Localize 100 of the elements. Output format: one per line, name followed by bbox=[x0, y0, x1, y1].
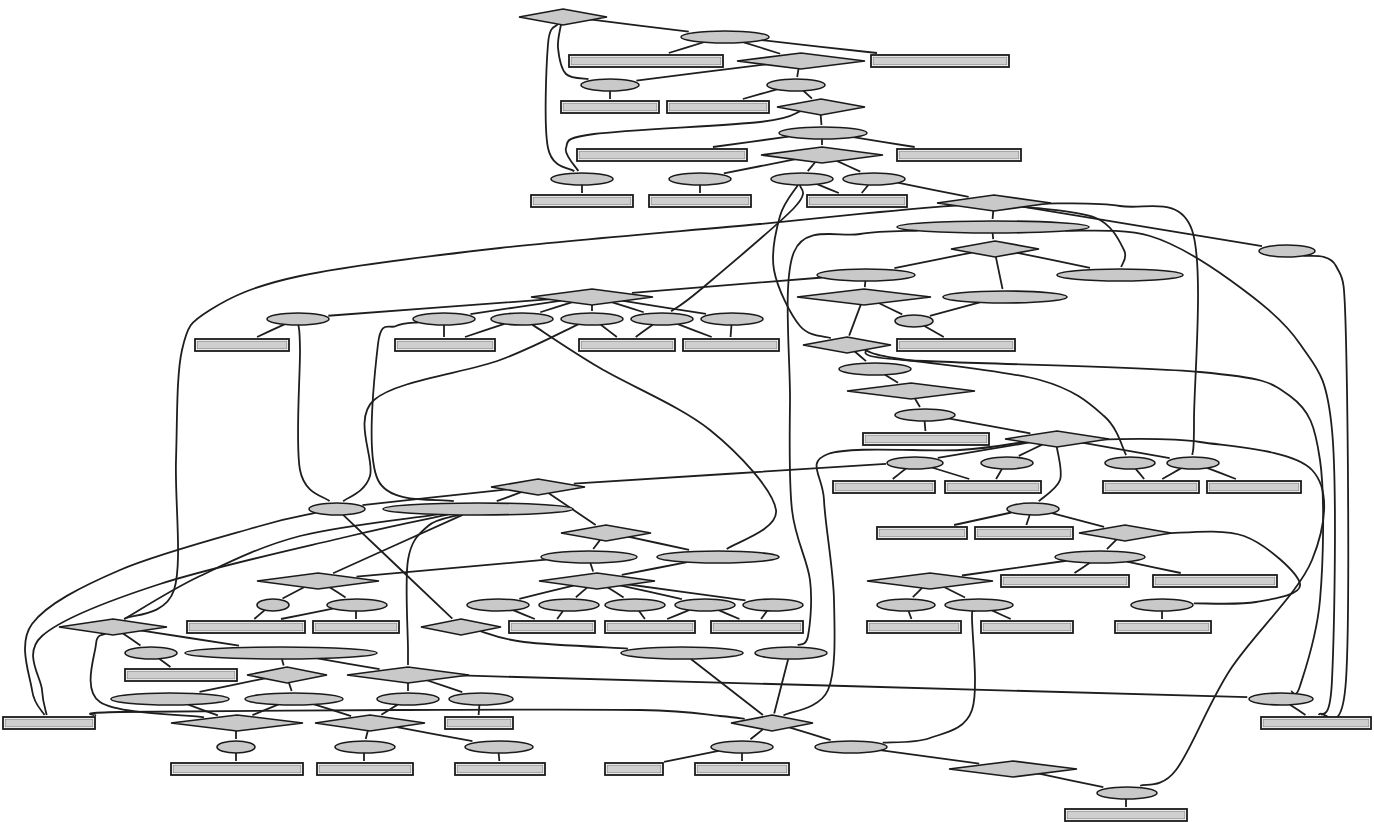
connector-line bbox=[425, 679, 464, 693]
ellipse-node bbox=[679, 29, 769, 43]
connector-line bbox=[923, 420, 927, 432]
connector-line bbox=[1126, 560, 1182, 574]
ellipse-node bbox=[560, 311, 624, 325]
box-node bbox=[979, 619, 1073, 633]
box-node bbox=[530, 193, 634, 207]
connector-line bbox=[1206, 466, 1237, 480]
connector-line bbox=[394, 725, 474, 743]
diamond-node bbox=[775, 97, 865, 115]
ellipse-node bbox=[943, 597, 1013, 611]
ellipse-node bbox=[630, 311, 694, 325]
box-node bbox=[577, 337, 675, 351]
diamond-node bbox=[866, 571, 994, 589]
connector-line bbox=[717, 609, 741, 620]
connector-line bbox=[556, 23, 590, 81]
connector-line bbox=[497, 752, 501, 762]
box-node bbox=[123, 667, 237, 681]
connector-line bbox=[1161, 610, 1163, 620]
ellipse-node bbox=[813, 739, 887, 753]
box-node bbox=[443, 715, 513, 729]
connector-line bbox=[251, 703, 279, 717]
diamond-node bbox=[245, 665, 327, 683]
diamond-node bbox=[1077, 523, 1171, 541]
box-node bbox=[186, 619, 306, 633]
ellipse-node bbox=[255, 597, 289, 611]
ellipse-node bbox=[816, 267, 916, 281]
box-node bbox=[694, 761, 790, 775]
diamond-node bbox=[530, 287, 654, 305]
connector-line bbox=[631, 276, 824, 294]
ellipse-node bbox=[876, 597, 936, 611]
box-node bbox=[870, 53, 1010, 67]
connector-line bbox=[296, 324, 331, 503]
connector-line bbox=[879, 749, 981, 765]
ellipse-node bbox=[766, 77, 826, 91]
box-node bbox=[194, 337, 290, 351]
ellipse-node bbox=[700, 311, 764, 325]
ellipse-node bbox=[307, 501, 365, 515]
connector-line bbox=[443, 324, 445, 338]
connector-line bbox=[634, 323, 654, 338]
connector-line bbox=[581, 184, 583, 194]
connector-line bbox=[123, 513, 439, 620]
box-node bbox=[312, 619, 400, 633]
connector-line bbox=[469, 299, 563, 315]
ellipse-node bbox=[490, 311, 554, 325]
ellipse-node bbox=[620, 645, 744, 659]
ellipse-node bbox=[376, 691, 440, 705]
connector-line bbox=[884, 373, 899, 384]
connector-line bbox=[741, 752, 743, 762]
connector-line bbox=[342, 513, 454, 620]
connector-line bbox=[936, 441, 1031, 459]
connector-line bbox=[592, 538, 601, 550]
box-node bbox=[1101, 479, 1199, 493]
connector-line bbox=[405, 513, 460, 666]
diamond-node bbox=[947, 759, 1077, 777]
ellipse-node bbox=[244, 691, 344, 705]
connector-line bbox=[947, 417, 1032, 435]
connector-line bbox=[729, 324, 733, 338]
ellipse-node bbox=[412, 311, 476, 325]
ellipse-node bbox=[550, 171, 614, 185]
connector-line bbox=[877, 302, 904, 316]
box-node bbox=[169, 761, 303, 775]
ellipse-node bbox=[266, 311, 330, 325]
diamond-node bbox=[760, 145, 884, 163]
box-node bbox=[315, 761, 413, 775]
connector-line bbox=[863, 280, 867, 288]
ellipse-node bbox=[1247, 691, 1313, 705]
connector-line bbox=[931, 466, 971, 480]
connector-line bbox=[953, 511, 1013, 526]
box-node bbox=[568, 53, 724, 67]
connector-line bbox=[620, 299, 707, 315]
connector-line bbox=[626, 583, 747, 602]
connector-line bbox=[1015, 251, 1091, 269]
connector-line bbox=[1021, 205, 1127, 268]
connector-line bbox=[380, 703, 399, 716]
diamond-node bbox=[419, 617, 501, 635]
connector-line bbox=[316, 657, 381, 670]
connector-line bbox=[690, 658, 764, 716]
ellipse-node bbox=[1056, 267, 1184, 281]
box-node bbox=[1064, 807, 1188, 821]
diamond-node bbox=[735, 51, 865, 69]
diamond-node bbox=[256, 571, 380, 589]
connector-line bbox=[991, 232, 995, 241]
connector-line bbox=[1050, 512, 1105, 528]
ellipse-node bbox=[447, 691, 513, 705]
connector-line bbox=[1302, 254, 1350, 720]
box-node bbox=[896, 337, 1016, 351]
connector-line bbox=[512, 609, 536, 620]
connector-line bbox=[712, 135, 790, 148]
connector-line bbox=[991, 210, 995, 220]
connector-line bbox=[743, 41, 782, 55]
diamond-node bbox=[1003, 429, 1109, 447]
connector-line bbox=[923, 325, 945, 338]
connector-line bbox=[539, 301, 574, 314]
box-node bbox=[943, 479, 1041, 493]
ellipse-node bbox=[656, 549, 780, 563]
connector-line bbox=[342, 323, 580, 503]
ellipse-node bbox=[710, 739, 774, 753]
box-node bbox=[1260, 715, 1372, 729]
connector-line bbox=[1017, 443, 1044, 457]
